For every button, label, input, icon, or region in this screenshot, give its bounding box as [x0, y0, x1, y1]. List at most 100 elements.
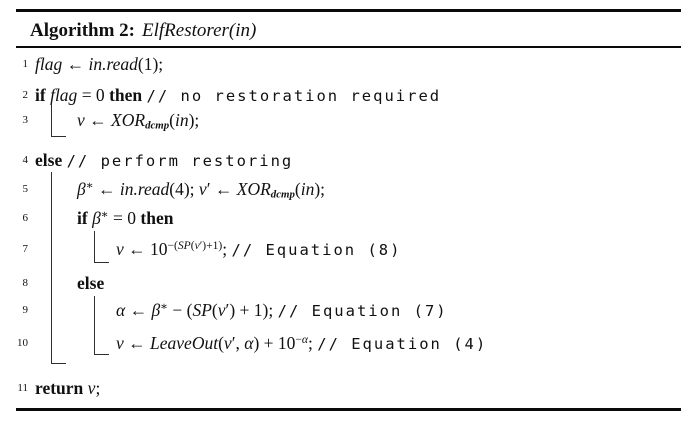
segment-m: β	[77, 179, 86, 199]
segment-kw: if	[77, 208, 93, 228]
segment-up: ←	[84, 110, 112, 130]
segment-m: SP	[177, 240, 191, 253]
segment-up: ← 10	[123, 239, 168, 259]
segment-m: v	[198, 179, 207, 199]
inner-if-block-rule-foot	[94, 261, 109, 263]
segment-m: flag	[35, 54, 63, 74]
segment-sub: dcmp	[271, 189, 295, 201]
bottom-rule	[16, 408, 681, 411]
segment-m: β	[151, 300, 161, 320]
algorithm-caption: Algorithm 2:ElfRestorer(in)	[30, 19, 256, 43]
algo-line-1: 1 flag ← in.read(1);	[0, 51, 699, 77]
inner-else-block-rule	[94, 296, 96, 355]
segment-up: (1);	[137, 54, 164, 74]
segment-c: // no restoration required	[146, 87, 442, 105]
segment-m: SP	[192, 300, 212, 320]
segment-kw: then	[140, 208, 174, 228]
segment-up: −(	[167, 240, 178, 253]
line-content: α ← β∗ − (SP(v′) + 1); // Equation (7)	[116, 297, 448, 324]
segment-up: (	[211, 300, 218, 320]
segment-c: // perform restoring	[66, 152, 294, 170]
algorithm-arg-close: )	[250, 20, 257, 41]
segment-kw: if	[35, 85, 51, 105]
algo-line-10: 10 v ← LeaveOut(v′, α) + 10−α; // Equati…	[0, 330, 699, 356]
segment-c: // Equation (8)	[231, 241, 402, 259]
line-number: 3	[22, 114, 29, 126]
segment-up: = 0	[108, 208, 141, 228]
segment-up: −	[295, 334, 302, 347]
line-content: if flag = 0 then // no restoration requi…	[35, 82, 441, 109]
line-content: v ← XORdcmp(in);	[77, 107, 199, 133]
segment-c: // Equation (4)	[317, 335, 488, 353]
line-number: 4	[22, 154, 29, 166]
if-block-rule	[51, 104, 53, 137]
segment-up: ′)+1)	[199, 240, 223, 253]
segment-up: ←	[123, 333, 151, 353]
line-content: else	[77, 270, 104, 296]
line-content: flag ← in.read(1);	[35, 51, 163, 77]
segment-m: v	[87, 378, 96, 398]
line-content: return v;	[35, 375, 100, 401]
if-block-rule-foot	[51, 135, 66, 137]
inner-if-block-rule	[94, 231, 96, 263]
segment-m: LeaveOut	[150, 333, 219, 353]
segment-up: ′) + 1);	[225, 300, 278, 320]
segment-up: − (	[168, 300, 193, 320]
segment-kw: else	[35, 150, 67, 170]
algo-line-8: 8 else	[0, 270, 699, 296]
segment-m: α	[301, 334, 308, 347]
line-number: 9	[22, 304, 29, 316]
segment-m: in.read	[88, 54, 138, 74]
segment-up: (	[218, 333, 224, 353]
else-block-rule	[51, 172, 53, 364]
segment-sup: −α	[295, 334, 308, 346]
segment-up: ;	[222, 239, 232, 259]
segment-m: in	[174, 110, 189, 130]
algo-line-5: 5 β∗ ← in.read(4); v′ ← XORdcmp(in);	[0, 176, 699, 202]
line-number: 1	[22, 58, 29, 70]
line-number: 6	[22, 212, 29, 224]
segment-kw: else	[77, 273, 105, 293]
segment-up: ;	[307, 333, 318, 353]
line-number: 5	[22, 183, 29, 195]
algo-line-9: 9 α ← β∗ − (SP(v′) + 1); // Equation (7)	[0, 297, 699, 323]
segment-m: α	[116, 300, 126, 320]
caption-rule	[16, 46, 681, 48]
segment-sup: ∗	[101, 209, 109, 221]
line-number: 7	[22, 243, 29, 255]
segment-up: ;	[95, 378, 101, 398]
line-content: β∗ ← in.read(4); v′ ← XORdcmp(in);	[77, 176, 325, 202]
segment-m: α	[244, 333, 254, 353]
segment-up: (	[294, 179, 301, 199]
line-number: 11	[17, 382, 28, 394]
algo-line-7: 7 v ← 10−(SP(v′)+1); // Equation (8)	[0, 236, 699, 262]
segment-up: ←	[62, 54, 89, 74]
segment-bm: dcmp	[145, 119, 170, 132]
segment-up: ) + 10	[253, 333, 296, 353]
algo-line-6: 6 if β∗ = 0 then	[0, 205, 699, 231]
algorithm-arg-open: (	[228, 20, 236, 41]
algorithm-number-label: Algorithm 2:	[30, 20, 136, 41]
segment-up: ∗	[85, 180, 94, 193]
segment-m: v	[194, 240, 200, 253]
segment-up: );	[314, 179, 326, 199]
segment-sup: ∗	[160, 301, 168, 313]
segment-up: ∗	[160, 301, 169, 314]
segment-up: ′,	[231, 333, 245, 353]
top-rule	[16, 9, 681, 12]
segment-m: flag	[50, 85, 78, 105]
segment-m: in.read	[119, 179, 170, 199]
line-content: v ← LeaveOut(v′, α) + 10−α; // Equation …	[116, 330, 487, 357]
algorithm-name: ElfRestorer	[142, 20, 229, 41]
else-block-rule-foot	[51, 362, 66, 364]
line-number: 10	[17, 337, 28, 349]
line-number: 2	[22, 89, 29, 101]
line-content: else // perform restoring	[35, 147, 293, 174]
segment-kw: then	[109, 85, 147, 105]
segment-up: );	[188, 110, 200, 130]
segment-up: ∗	[100, 209, 109, 222]
inner-else-block-rule-foot	[94, 353, 109, 355]
segment-sub: dcmp	[145, 120, 169, 132]
segment-m: in	[300, 179, 315, 199]
